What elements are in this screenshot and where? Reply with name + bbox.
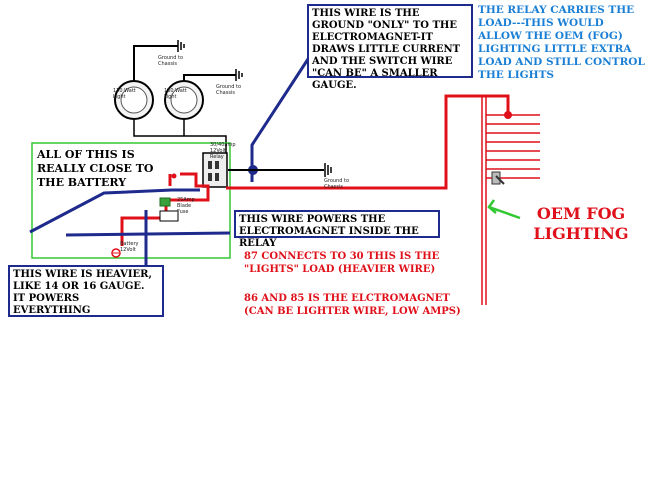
- label-lamp-left: 130 Watt Light: [113, 88, 136, 100]
- label-ground-top: Ground to Chassis: [158, 55, 183, 67]
- note-close-to-battery: ALL OF THIS IS REALLY CLOSE TO THE BATTE…: [37, 148, 154, 189]
- fuse: [159, 197, 179, 222]
- green-arrow: [487, 199, 521, 220]
- oem-junction: [504, 111, 512, 119]
- label-ground-lamp: Ground to Chassis: [216, 84, 241, 96]
- fog-lamp-right: [164, 80, 204, 120]
- label-fuse: 25Amp Blade Fuse: [177, 197, 195, 215]
- battery-area-box: [31, 142, 231, 259]
- battery: [111, 248, 121, 258]
- ground-symbol-lamp: [235, 69, 243, 81]
- red-junction: [171, 173, 177, 179]
- note-pin-86-85: 86 AND 85 IS THE ELCTROMAGNET (CAN BE LI…: [244, 293, 461, 317]
- lamp-feed-wiring: [133, 120, 227, 155]
- red-load-wiring: [120, 94, 510, 246]
- relay: [202, 152, 228, 188]
- fog-lamp-left: [114, 80, 154, 120]
- label-relay: 30/40amp 12Volt Relay: [210, 142, 236, 160]
- oem-switch: [491, 171, 505, 185]
- note-pin-87-30: 87 CONNECTS TO 30 THIS IS THE "LIGHTS" L…: [244, 251, 440, 275]
- note-ground-wire: THIS WIRE IS THE GROUND "ONLY" TO THE EL…: [307, 4, 473, 91]
- note-relay-load: THE RELAY CARRIES THE LOAD---THIS WOULD …: [478, 4, 645, 81]
- note-heavier-wire: THIS WIRE IS HEAVIER, LIKE 14 OR 16 GAUG…: [8, 265, 164, 317]
- ground-symbol-top: [177, 40, 185, 52]
- note-oem-fog: OEM FOG LIGHTING: [533, 204, 629, 243]
- label-ground-relay: Ground to Chassis: [324, 178, 349, 190]
- label-battery: Battery 12Volt: [120, 241, 139, 253]
- blue-wiring: [29, 55, 312, 295]
- label-lamp-right: 130 Watt Light: [164, 88, 187, 100]
- oem-fog-assembly: [481, 96, 540, 305]
- note-powers-electromagnet: THIS WIRE POWERS THE ELECTROMAGNET INSID…: [234, 210, 440, 249]
- ground-symbol-relay: [324, 163, 332, 177]
